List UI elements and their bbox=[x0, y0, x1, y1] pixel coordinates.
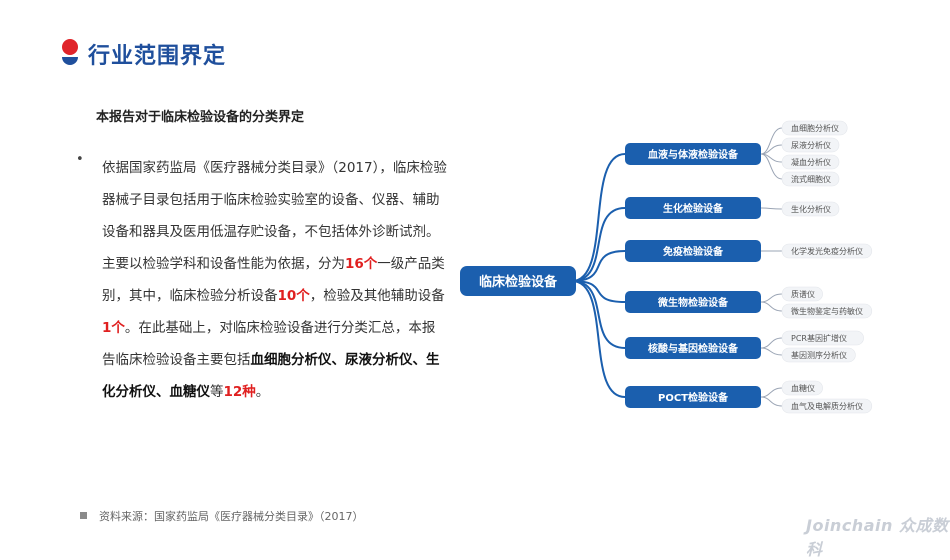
mindmap-leaf-label: 血气及电解质分析仪 bbox=[791, 401, 863, 411]
highlight-number: 16个 bbox=[345, 256, 378, 272]
leaf-connector bbox=[760, 387, 783, 398]
mindmap-leaf-node bbox=[781, 347, 856, 363]
highlight-term: 血细胞分析仪、尿液分析仪、生化分析仪、血糖仪 bbox=[102, 352, 440, 400]
highlight-number: 1个 bbox=[102, 320, 125, 336]
bullet-marker: • bbox=[76, 152, 84, 167]
mindmap-leaf-node bbox=[781, 171, 840, 187]
body-text-segment: 等 bbox=[210, 384, 224, 400]
source-note: 资料来源：国家药监局《医疗器械分类目录》（2017） bbox=[80, 508, 364, 524]
mindmap-leaf-label: 流式细胞仪 bbox=[791, 174, 831, 184]
leaf-connector bbox=[760, 337, 783, 349]
leaf-connector bbox=[760, 396, 783, 407]
root-connector bbox=[571, 280, 626, 398]
mindmap-leaf-node bbox=[781, 120, 848, 136]
mindmap-branch-node bbox=[625, 197, 761, 219]
mindmap-branch-label: POCT检验设备 bbox=[658, 391, 729, 404]
mindmap-leaf-label: 质谱仪 bbox=[791, 289, 815, 299]
mindmap-leaf-node bbox=[781, 154, 840, 170]
leaf-connector bbox=[760, 207, 783, 210]
root-connector bbox=[571, 250, 626, 282]
mindmap-leaf-label: 化学发光免疫分析仪 bbox=[791, 246, 863, 256]
page-title: 行业范围界定 bbox=[88, 44, 227, 69]
mindmap-branch-label: 免疫检验设备 bbox=[663, 245, 724, 258]
mindmap-leaf-label: 血糖仪 bbox=[791, 383, 815, 393]
mindmap-leaf-node bbox=[781, 330, 864, 346]
mindmap-leaf-label: 生化分析仪 bbox=[791, 204, 831, 214]
mindmap-branch-label: 核酸与基因检验设备 bbox=[648, 342, 739, 355]
mindmap-branch-label: 微生物检验设备 bbox=[657, 296, 729, 309]
highlight-number: 10个 bbox=[277, 288, 310, 304]
root-connector bbox=[571, 280, 626, 303]
mindmap-branch-node bbox=[625, 291, 761, 313]
leaf-connector bbox=[760, 301, 783, 312]
mindmap-branch-node bbox=[625, 143, 761, 165]
mindmap-branch-node bbox=[625, 337, 761, 359]
mindmap-leaf-label: 微生物鉴定与药敏仪 bbox=[791, 306, 863, 316]
body-text-segment: 依据国家药监局《医疗器械分类目录》（2017），临床检验器械子目录包括用于临床检… bbox=[102, 160, 447, 272]
mindmap-leaf-node bbox=[781, 137, 840, 153]
leaf-connector bbox=[760, 153, 783, 180]
mindmap-root-label: 临床检验设备 bbox=[479, 274, 558, 290]
mindmap-branch-label: 生化检验设备 bbox=[663, 202, 724, 215]
source-text: 资料来源：国家药监局《医疗器械分类目录》（2017） bbox=[99, 510, 364, 523]
mindmap-branch-node bbox=[625, 386, 761, 408]
watermark-logo: Joinchain 众成数科 bbox=[806, 516, 949, 559]
body-text-segment: 。在此基础上，对临床检验设备进行分类汇总，本报告临床检验设备主要包括 bbox=[102, 320, 436, 368]
root-connector bbox=[571, 153, 626, 282]
mindmap-leaf-label: 血细胞分析仪 bbox=[791, 123, 839, 133]
mindmap-leaf-node bbox=[781, 286, 823, 302]
body-text-segment: 一级产品类别，其中，临床检验分析设备 bbox=[102, 256, 445, 304]
mindmap-leaf-label: 基因测序分析仪 bbox=[791, 350, 847, 360]
mindmap-leaf-label: 凝血分析仪 bbox=[791, 157, 831, 167]
section-subtitle: 本报告对于临床检验设备的分类界定 bbox=[96, 110, 305, 125]
mindmap-leaf-node bbox=[781, 380, 823, 396]
mindmap-root-node bbox=[460, 266, 576, 296]
body-paragraph: 依据国家药监局《医疗器械分类目录》（2017），临床检验器械子目录包括用于临床检… bbox=[102, 152, 447, 408]
body-text-segment: ，检验及其他辅助设备 bbox=[309, 288, 445, 304]
highlight-number: 12种 bbox=[223, 384, 256, 400]
brand-logo-icon bbox=[62, 39, 78, 65]
root-connector bbox=[571, 207, 626, 282]
mindmap-leaf-node bbox=[781, 303, 873, 319]
mindmap-leaf-node bbox=[781, 201, 840, 217]
leaf-connector bbox=[760, 347, 783, 356]
root-connector bbox=[571, 280, 626, 349]
mindmap-leaf-node bbox=[781, 243, 873, 259]
mindmap-branch-label: 血液与体液检验设备 bbox=[648, 148, 739, 161]
leaf-connector bbox=[760, 127, 783, 155]
square-bullet-icon bbox=[80, 512, 87, 519]
leaf-connector bbox=[760, 293, 783, 303]
mindmap-leaf-label: PCR基因扩增仪 bbox=[791, 333, 847, 343]
mindmap-diagram: 临床检验设备 血液与体液检验设备 血细胞分析仪尿液分析仪凝血分析仪流式细胞仪生化检验… bbox=[460, 120, 873, 414]
body-text-segment: 。 bbox=[255, 384, 270, 400]
mindmap-branch-node bbox=[625, 240, 761, 262]
mindmap-leaf-node bbox=[781, 398, 873, 414]
mindmap-leaf-label: 尿液分析仪 bbox=[791, 140, 831, 150]
